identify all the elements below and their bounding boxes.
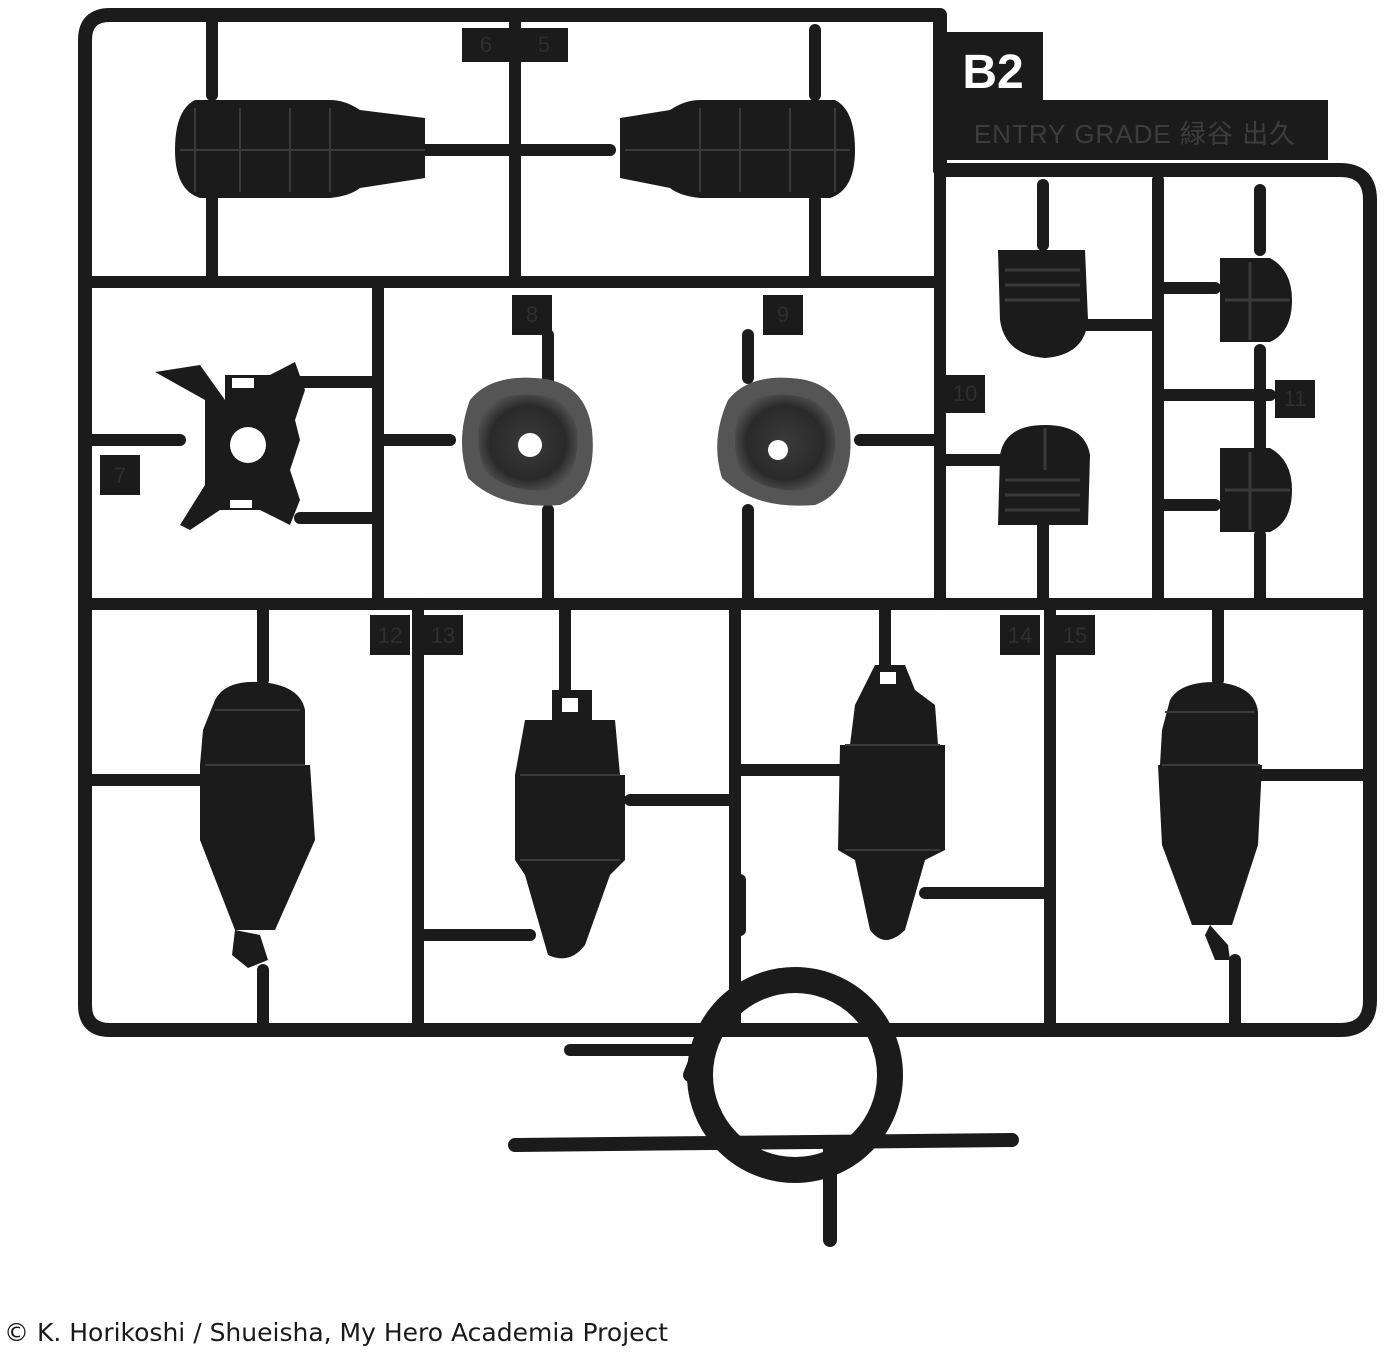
part-number-5: 5: [538, 32, 550, 57]
runner-plate-text: ENTRY GRADE 緑谷 出久: [974, 119, 1296, 149]
part-number-10: 10: [953, 381, 977, 406]
copyright-caption: © K. Horikoshi / Shueisha, My Hero Acade…: [4, 1318, 669, 1347]
part-number-12: 12: [378, 623, 402, 648]
part-number-6: 6: [480, 32, 492, 57]
part-number-tags: [100, 28, 1315, 655]
runner-label-tab: B2: [943, 32, 1043, 102]
part-number-13: 13: [431, 623, 455, 648]
part-number-14: 14: [1008, 623, 1032, 648]
part-number-7: 7: [114, 463, 126, 488]
part-leg-13: [515, 690, 625, 959]
part-number-9: 9: [777, 302, 789, 327]
runner-ring-handle: [508, 967, 1019, 1247]
part-joint-top: [1220, 258, 1292, 342]
part-leg-12: [200, 681, 315, 968]
part-foot-right: [620, 100, 855, 198]
part-kneecap-bottom: [998, 425, 1090, 525]
part-clear-round-left: [461, 377, 593, 506]
part-collar: [155, 362, 305, 530]
part-number-15: 15: [1063, 623, 1087, 648]
part-leg-14: [838, 665, 945, 940]
part-joint-bottom: [1220, 448, 1292, 532]
part-number-8: 8: [526, 302, 538, 327]
part-number-11: 11: [1284, 386, 1307, 411]
runner-label: B2: [962, 46, 1023, 99]
part-leg-15: [1158, 682, 1262, 960]
part-clear-round-right: [717, 377, 851, 506]
runner-plate: ENTRY GRADE 緑谷 出久: [943, 100, 1328, 160]
gates: [86, 14, 1371, 1056]
part-kneecap-top: [998, 250, 1088, 358]
part-foot-left: [175, 100, 425, 198]
